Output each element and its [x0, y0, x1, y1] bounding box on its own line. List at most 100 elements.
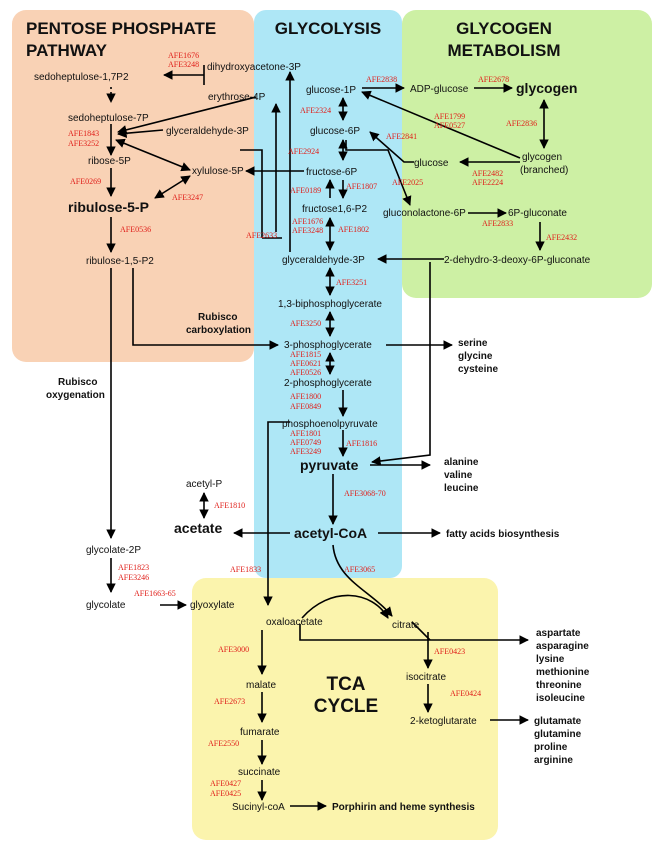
glycogen-branched-1: glycogen [522, 152, 562, 163]
isoleucine: isoleucine [536, 693, 585, 704]
glycogen: glycogen [516, 80, 577, 96]
arrow-rubisco-carboxylation [132, 268, 279, 350]
succinyl-coa: Sucinyl-coA [232, 802, 285, 813]
enzyme-afe3248-top: AFE3248 [168, 60, 199, 69]
enzyme-afe1663: AFE1663-65 [134, 589, 176, 598]
sedoheptulose-7p: sedoheptulose-7P [68, 113, 149, 124]
kdpg: 2-dehydro-3-deoxy-6P-gluconate [444, 255, 591, 266]
gluconolactone-6p: gluconolactone-6P [383, 208, 466, 219]
aspartate: aspartate [536, 628, 581, 639]
6p-gluconate: 6P-gluconate [508, 208, 567, 219]
glyceraldehyde-3p: glyceraldehyde-3P [282, 255, 365, 266]
enzyme-afe3249: AFE3249 [290, 447, 321, 456]
enzyme-afe2633: AFE2633 [246, 231, 277, 240]
malate: malate [246, 680, 276, 691]
glyceraldehyde-3p-left: glyceraldehyde-3P [166, 126, 249, 137]
enzyme-afe2836: AFE2836 [506, 119, 537, 128]
enzyme-afe0527: AFE0527 [434, 121, 465, 130]
threonine: threonine [536, 680, 582, 691]
enzyme-afe2025: AFE2025 [392, 178, 423, 187]
leucine: leucine [444, 483, 479, 494]
enzyme-afe1815: AFE1815 [290, 350, 321, 359]
arginine: arginine [534, 755, 573, 766]
acetyl-p: acetyl-P [186, 479, 222, 490]
glucose-1p: glucose-1P [306, 85, 356, 96]
glycolysis-title: GLYCOLYSIS [275, 19, 381, 38]
glutamate: glutamate [534, 716, 582, 727]
glycogen-title-line2: METABOLISM [447, 41, 560, 60]
enzyme-afe2833: AFE2833 [482, 219, 513, 228]
glutamine: glutamine [534, 729, 582, 740]
glyoxylate: glyoxylate [190, 600, 235, 611]
glycogen-title-line1: GLYCOGEN [456, 19, 552, 38]
arrow-citrate-aspartate-branch [411, 621, 431, 641]
asparagine: asparagine [536, 641, 589, 652]
enzyme-afe2841: AFE2841 [386, 132, 417, 141]
enzyme-afe0427: AFE0427 [210, 779, 241, 788]
enzyme-afe0425: AFE0425 [210, 789, 241, 798]
arrow-pep-to-oaa [263, 421, 290, 606]
phosphoglycerate-2: 2-phosphoglycerate [284, 378, 372, 389]
fatty-acids-biosynthesis: fatty acids biosynthesis [446, 529, 560, 540]
arrow-xylulose-ribulose [154, 175, 191, 199]
glucose-6p: glucose-6P [310, 126, 360, 137]
xylulose-5p: xylulose-5P [192, 166, 244, 177]
succinate: succinate [238, 767, 281, 778]
biphosphoglycerate: 1,3-biphosphoglycerate [278, 299, 382, 310]
arrow-sedo-xylulose [115, 138, 191, 172]
pathway-arrows [106, 65, 549, 811]
ribulose-5p: ribulose-5-P [68, 199, 149, 215]
alanine: alanine [444, 457, 479, 468]
enzyme-afe0189: AFE0189 [290, 186, 321, 195]
sedoheptulose-17p2: sedoheptulose-1,7P2 [34, 72, 129, 83]
metabolites: sedoheptulose-1,7P2 dihydroxyacetone-3P … [34, 62, 591, 813]
enzyme-afe1676-top: AFE1676 [168, 51, 199, 60]
arrow-gap-sedo [117, 128, 164, 139]
enzyme-afe2224: AFE2224 [472, 178, 503, 187]
proline: proline [534, 742, 568, 753]
valine: valine [444, 470, 473, 481]
glycogen-region [402, 10, 652, 298]
arrow-oaa-citrate [301, 594, 389, 619]
pyruvate: pyruvate [300, 457, 359, 473]
enzyme-afe2678: AFE2678 [478, 75, 509, 84]
enzyme-afe2324: AFE2324 [300, 106, 331, 115]
arrow-erythrose [117, 96, 257, 135]
enzyme-afe3251: AFE3251 [336, 278, 367, 287]
arrow-kdpg-pyruvate [371, 262, 431, 466]
enzyme-afe1799: AFE1799 [434, 112, 465, 121]
glycogen-branched-2: (branched) [520, 165, 568, 176]
enzyme-labels: AFE1676 AFE3248 AFE1843 AFE3252 AFE0269 … [68, 51, 577, 798]
erythrose-4p: erythrose-4P [208, 92, 266, 103]
enzyme-afe1816: AFE1816 [346, 439, 377, 448]
enzyme-afe0423: AFE0423 [434, 647, 465, 656]
enzyme-afe3065: AFE3065 [344, 565, 375, 574]
pentose-title-line1: PENTOSE PHOSPHATE [26, 19, 216, 38]
enzyme-afe0621: AFE0621 [290, 359, 321, 368]
glucose: glucose [414, 158, 449, 169]
glycine: glycine [458, 351, 493, 362]
glycolate: glycolate [86, 600, 126, 611]
arrow-oaa-aspartate [299, 624, 529, 645]
rubisco-carboxylation-2: carboxylation [186, 325, 251, 336]
arrow-g6p-gluconolactone [345, 140, 412, 206]
glycolate-2p: glycolate-2P [86, 545, 141, 556]
enzyme-afe2550: AFE2550 [208, 739, 239, 748]
enzyme-afe1843: AFE1843 [68, 129, 99, 138]
phosphoglycerate-3: 3-phosphoglycerate [284, 340, 372, 351]
enzyme-afe0536: AFE0536 [120, 225, 151, 234]
ribose-5p: ribose-5P [88, 156, 131, 167]
phosphoenolpyruvate: phosphoenolpyruvate [282, 419, 378, 430]
adp-glucose: ADP-glucose [410, 84, 469, 95]
oxaloacetate: oxaloacetate [266, 617, 323, 628]
enzyme-afe2482: AFE2482 [472, 169, 503, 178]
enzyme-afe1676: AFE1676 [292, 217, 323, 226]
tca-region [192, 578, 498, 840]
enzyme-afe0849: AFE0849 [290, 402, 321, 411]
fructose-16p2: fructose1,6-P2 [302, 204, 367, 215]
enzyme-afe3000: AFE3000 [218, 645, 249, 654]
enzyme-afe0749: AFE0749 [290, 438, 321, 447]
enzyme-afe3247: AFE3247 [172, 193, 203, 202]
cysteine: cysteine [458, 364, 498, 375]
